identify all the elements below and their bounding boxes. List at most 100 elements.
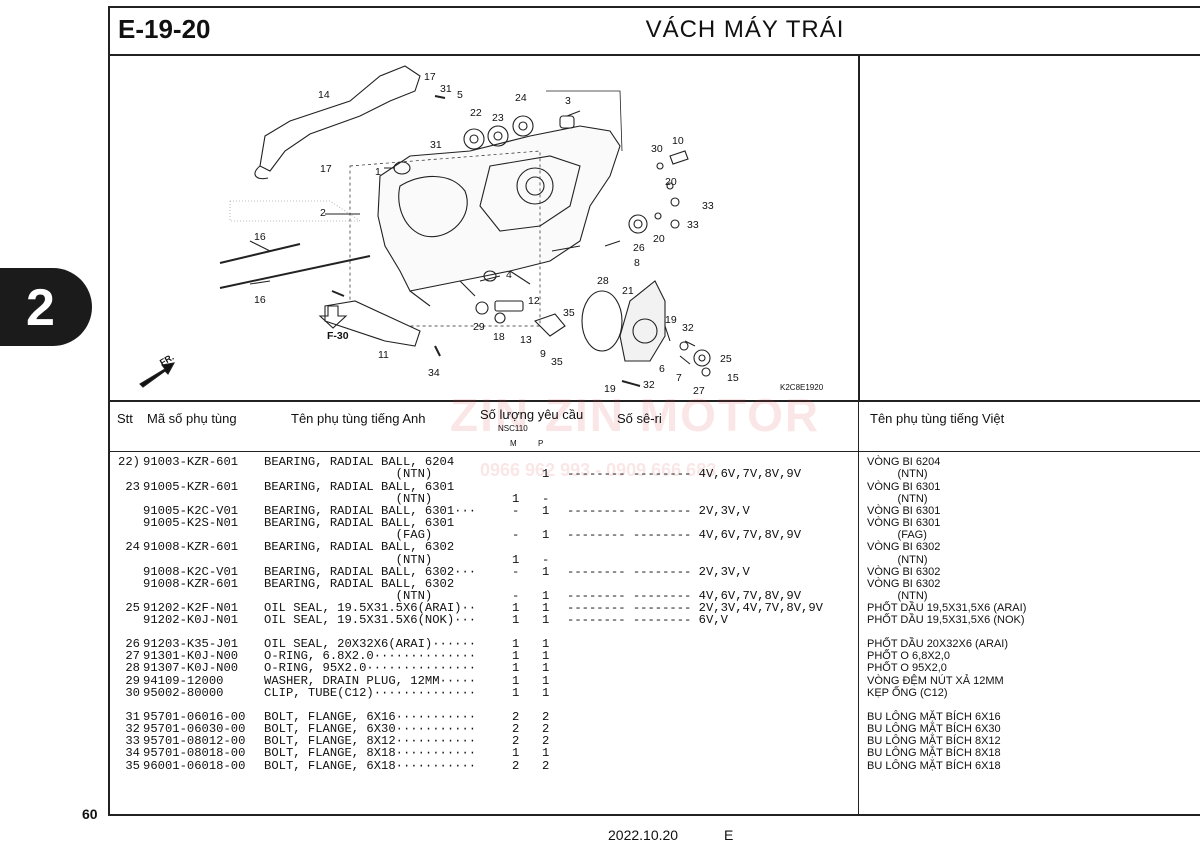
cell-p: 1: [542, 601, 550, 615]
svg-text:33: 33: [687, 219, 699, 231]
cell-p: 1: [542, 589, 550, 603]
svg-text:10: 10: [672, 135, 684, 147]
cell-p: 1: [542, 674, 550, 688]
cell-name: BEARING, RADIAL BALL, 6301: [264, 516, 455, 530]
cell-serial: -------- -------- 4V,6V,7V,8V,9V: [567, 589, 802, 603]
svg-text:26: 26: [633, 242, 645, 254]
cell-name-vi: VÒNG BI 6301: [867, 517, 941, 529]
cell-m: 1: [512, 649, 520, 663]
svg-text:25: 25: [720, 353, 732, 365]
cell-p: 2: [542, 734, 550, 748]
svg-text:6: 6: [659, 363, 665, 375]
diagram-divider: [858, 54, 860, 400]
svg-text:13: 13: [520, 334, 532, 346]
cell-stt: 30: [125, 686, 140, 700]
cell-name-vi: KẸP ỐNG (C12): [867, 687, 948, 699]
svg-text:4: 4: [506, 269, 512, 281]
cell-stt: 33: [125, 734, 140, 748]
cell-m: 1: [512, 746, 520, 760]
diagram-id: K2C8E1920: [780, 383, 824, 392]
cell-stt: 31: [125, 710, 140, 724]
col-header-serial: Số sê-ri: [617, 411, 662, 426]
cell-p: 1: [542, 746, 550, 760]
cell-stt: 24: [125, 540, 140, 554]
page-number: 60: [82, 806, 98, 822]
cell-name: BOLT, FLANGE, 8X12···········: [264, 734, 477, 748]
col-header-name-en: Tên phụ tùng tiếng Anh: [291, 411, 426, 426]
cell-name-vi: (NTN): [867, 493, 928, 505]
cell-p: 1: [542, 637, 550, 651]
svg-text:14: 14: [318, 89, 330, 101]
cell-m: 1: [512, 492, 520, 506]
cell-name-vi: PHỐT DẦU 19,5X31,5X6 (ARAI): [867, 602, 1027, 614]
cell-name: WASHER, DRAIN PLUG, 12MM·····: [264, 674, 477, 688]
cell-name: OIL SEAL, 19.5X31.5X6(NOK)···: [264, 613, 477, 627]
cell-part: 95701-08012-00: [143, 734, 246, 748]
cell-p: 1: [542, 565, 550, 579]
svg-text:23: 23: [492, 112, 504, 124]
cell-serial: -------- -------- 2V,3V,V: [567, 504, 750, 518]
cell-stt: 34: [125, 746, 140, 760]
cell-p: 1: [542, 661, 550, 675]
col-header-part-no: Mã số phụ tùng: [147, 411, 237, 426]
cell-m: 2: [512, 759, 520, 773]
col-header-p: P: [538, 439, 544, 448]
cell-part: 91008-K2C-V01: [143, 565, 239, 579]
cell-m: -: [512, 504, 520, 518]
cell-m: 2: [512, 722, 520, 736]
cell-p: 2: [542, 759, 550, 773]
cell-serial: -------- -------- 2V,3V,4V,7V,8V,9V: [567, 601, 823, 615]
svg-text:18: 18: [493, 331, 505, 343]
svg-text:3: 3: [565, 95, 571, 107]
svg-text:12: 12: [528, 295, 540, 307]
svg-text:2: 2: [320, 207, 326, 219]
header-divider: [108, 54, 1200, 56]
cell-name: BEARING, RADIAL BALL, 6204: [264, 455, 455, 469]
cell-m: -: [512, 528, 520, 542]
svg-text:34: 34: [428, 367, 440, 379]
cell-p: 1: [542, 528, 550, 542]
cell-p: 1: [542, 686, 550, 700]
cell-name-vi: PHỐT O 95X2,0: [867, 662, 947, 674]
svg-text:27: 27: [693, 385, 705, 397]
cell-p: 1: [542, 504, 550, 518]
cell-serial: -------- -------- 6V,V: [567, 613, 728, 627]
cell-stt: 27: [125, 649, 140, 663]
cell-stt: 26: [125, 637, 140, 651]
cell-name-vi: VÒNG BI 6302: [867, 541, 941, 553]
cell-name: (NTN): [264, 553, 433, 567]
cell-stt: 29: [125, 674, 140, 688]
cell-name-vi: PHỐT O 6,8X2,0: [867, 650, 950, 662]
svg-text:33: 33: [702, 200, 714, 212]
cell-m: -: [512, 565, 520, 579]
diagram-ref-label: F-30: [327, 330, 349, 342]
svg-text:31: 31: [440, 83, 452, 95]
svg-text:1: 1: [375, 166, 381, 178]
svg-text:20: 20: [665, 176, 677, 188]
section-tab: 2: [0, 268, 92, 346]
svg-text:7: 7: [676, 372, 682, 384]
svg-text:17: 17: [320, 163, 332, 175]
cell-stt: 22): [118, 455, 140, 469]
cell-name-vi: VÒNG BI 6302: [867, 578, 941, 590]
svg-text:32: 32: [682, 322, 694, 334]
svg-text:15: 15: [727, 372, 739, 384]
svg-text:5: 5: [457, 89, 463, 101]
cell-name-vi: (FAG): [867, 529, 927, 541]
header-underline: [108, 451, 1200, 452]
cell-m: 1: [512, 661, 520, 675]
cell-part: 95701-06030-00: [143, 722, 246, 736]
cell-m: 1: [512, 637, 520, 651]
cell-name-vi: (NTN): [867, 468, 928, 480]
cell-part: 96001-06018-00: [143, 759, 246, 773]
cell-p: -: [542, 553, 550, 567]
cell-p: 1: [542, 613, 550, 627]
cell-name-vi: PHỐT DẦU 19,5X31,5X6 (NOK): [867, 614, 1025, 626]
col-header-qty: Số lượng yêu cầu: [480, 407, 584, 422]
cell-name-vi: (NTN): [867, 590, 928, 602]
cell-name: BOLT, FLANGE, 6X16···········: [264, 710, 477, 724]
cell-part: 91005-K2S-N01: [143, 516, 239, 530]
svg-text:35: 35: [551, 356, 563, 368]
svg-text:35: 35: [563, 307, 575, 319]
cell-name-vi: VÒNG ĐỆM NÚT XẢ 12MM: [867, 675, 1004, 687]
